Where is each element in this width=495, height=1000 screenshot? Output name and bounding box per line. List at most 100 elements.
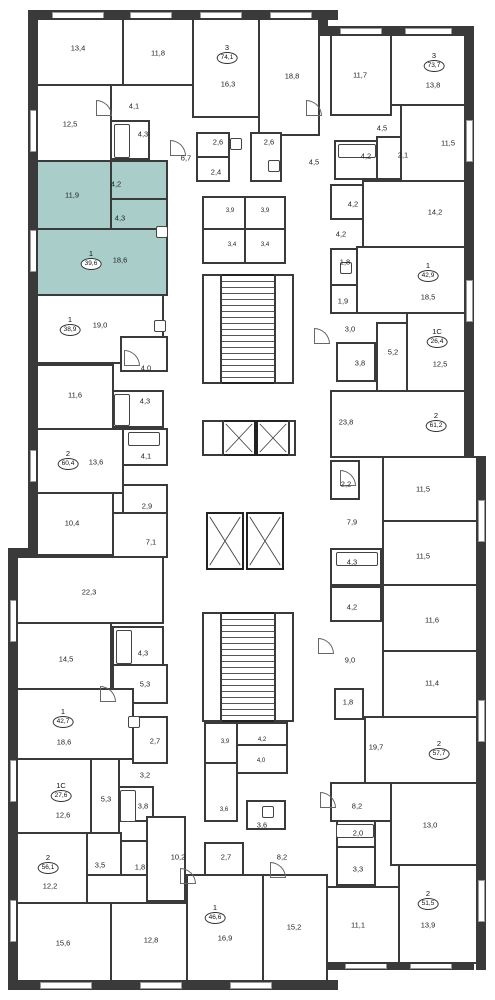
room-area-label: 13,0 — [422, 820, 438, 830]
room-12-5-right — [406, 312, 466, 392]
room-area-label: 4,2 — [347, 199, 359, 209]
apartment-rooms: 2 — [65, 449, 71, 458]
room-area-label: 18,8 — [284, 71, 300, 81]
room-18-5 — [356, 246, 466, 314]
apartment-rooms: 1 — [88, 249, 94, 258]
apartment-area: 57,7 — [428, 748, 450, 760]
room-area-label: 1,8 — [134, 862, 146, 872]
room-area-label: 1,8 — [339, 257, 351, 267]
apartment-rooms: 2 — [433, 411, 439, 420]
room-area-label: 2,7 — [149, 736, 161, 746]
room-18-8 — [258, 18, 320, 136]
toilet — [128, 716, 140, 728]
room-16-9 — [186, 874, 264, 982]
apartment-area: 60,4 — [57, 458, 79, 470]
room-area-label: 4,1 — [128, 101, 140, 111]
room-area-label: 16,3 — [220, 79, 236, 89]
door — [180, 868, 196, 884]
room-23-8 — [330, 390, 466, 458]
door — [270, 862, 286, 878]
room-area-label: 3,3 — [352, 864, 364, 874]
bath-3-3 — [336, 846, 376, 886]
room-2-1 — [376, 136, 402, 180]
outer-wall-left-step — [8, 548, 38, 558]
room-area-label: 4,3 — [137, 648, 149, 658]
stairwell-upper — [220, 274, 276, 384]
room-11-7 — [330, 34, 392, 116]
room-area-label: 11,5 — [415, 484, 431, 494]
window-right-1 — [466, 120, 473, 162]
bathtub — [338, 144, 376, 158]
bathtub — [116, 630, 132, 664]
room-area-label: 4,2 — [257, 737, 267, 743]
window-bottom-1 — [40, 982, 92, 989]
room-area-label: 11,9 — [64, 190, 80, 200]
room-13-0 — [390, 782, 478, 866]
room-2-7-b — [204, 842, 244, 876]
lift-shaft-left — [202, 420, 224, 456]
room-13-6 — [36, 428, 124, 494]
window-right-5 — [478, 880, 485, 922]
room-area-label: 4,0 — [256, 758, 266, 764]
room-12-8 — [110, 902, 188, 982]
room-11-6-right — [382, 584, 478, 652]
window-bottom-2 — [140, 982, 182, 989]
room-area-label: 4,3 — [114, 213, 126, 223]
room-area-label: 12,5 — [432, 359, 448, 369]
room-area-label: 3,8 — [137, 801, 149, 811]
apartment-rooms: 2 — [45, 853, 51, 862]
room-area-label: 9,0 — [344, 655, 356, 665]
room-area-label: 18,6 — [56, 737, 72, 747]
room-area-label: 16,9 — [217, 933, 233, 943]
stair-left-shaft-lower — [202, 612, 222, 722]
room-area-label: 1,9 — [337, 296, 349, 306]
window-bottom-3 — [230, 982, 272, 989]
room-area-label: 18,6 — [112, 255, 128, 265]
room-area-label: 11,4 — [424, 678, 440, 688]
room-2-4 — [196, 156, 230, 182]
hall-7-1 — [112, 512, 168, 558]
room-area-label: 2,4 — [210, 167, 222, 177]
apartment-area: 61,2 — [425, 420, 447, 432]
storage-3-6-a — [204, 762, 238, 822]
room-area-label: 2,0 — [352, 828, 364, 838]
window-right-3 — [478, 500, 485, 542]
toilet — [340, 262, 352, 274]
room-area-label: 3,6 — [219, 807, 229, 813]
room-area-label: 3,2 — [139, 770, 151, 780]
room-10-2 — [146, 816, 186, 902]
apartment-area: 38,9 — [59, 324, 81, 336]
room-area-label: 3,4 — [227, 242, 237, 248]
room-area-label: 4,3 — [346, 557, 358, 567]
room-15-6 — [16, 902, 112, 982]
apartment-39-6-hall-4-3[interactable] — [110, 198, 168, 230]
room-area-label: 3,5 — [94, 860, 106, 870]
room-area-label: 2,9 — [141, 501, 153, 511]
room-area-label: 6,7 — [180, 153, 192, 163]
outer-wall-top-right — [318, 26, 472, 36]
room-area-label: 12,6 — [55, 810, 71, 820]
room-area-label: 14,5 — [58, 654, 74, 664]
room-area-label: 22,3 — [81, 587, 97, 597]
room-area-label: 4,3 — [139, 396, 151, 406]
bathtub — [336, 824, 374, 838]
apartment-39-6-room-18-6[interactable] — [36, 228, 168, 296]
room-area-label: 2,1 — [397, 150, 409, 160]
room-area-label: 1,8 — [342, 697, 354, 707]
door — [318, 638, 334, 654]
